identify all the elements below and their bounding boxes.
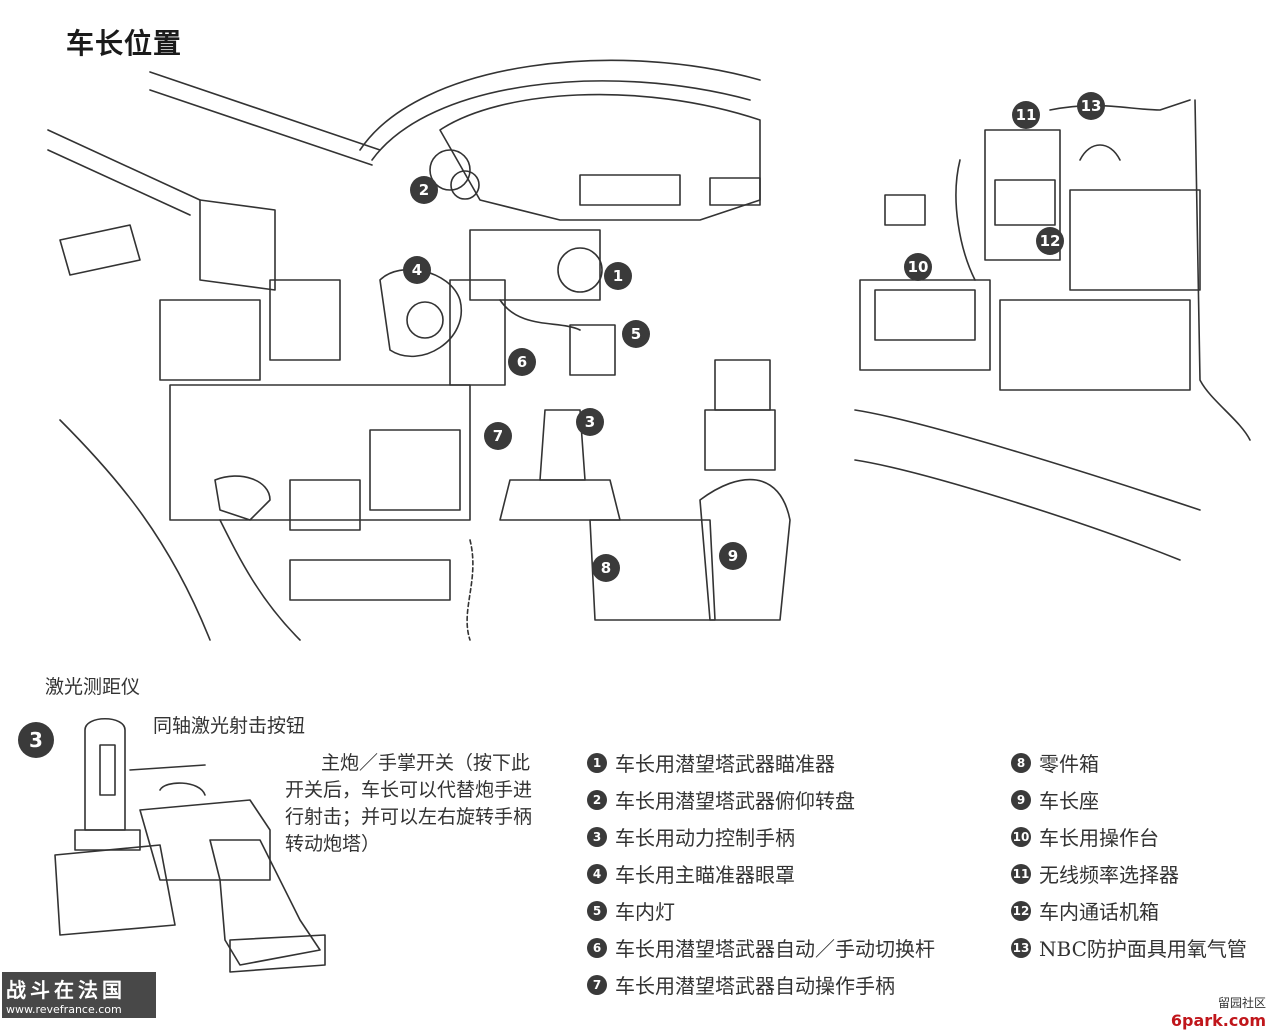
legend-item: 7 车长用潜望塔武器自动操作手柄 [587,966,935,1003]
coax-laser-button-label: 同轴激光射击按钮 [153,715,306,737]
legend-text: 车长用潜望塔武器自动操作手柄 [615,974,895,998]
legend-item: 8 零件箱 [1011,744,1247,781]
legend-text: 车长用动力控制手柄 [615,826,795,850]
legend-item: 4 车长用主瞄准器眼罩 [587,855,935,892]
callout-10: 10 [904,253,932,281]
callout-13: 13 [1077,92,1105,120]
legend-text: 车长用操作台 [1039,826,1159,850]
page-title: 车长位置 [66,27,183,60]
legend-text: 车长座 [1039,789,1099,813]
legend-text: 车长用潜望塔武器俯仰转盘 [615,789,855,813]
callout-4: 4 [403,256,431,284]
callout-12: 12 [1036,227,1064,255]
legend-number: 7 [587,974,607,995]
legend-item: 12 车内通话机箱 [1011,892,1247,929]
watermark-right-title: 留园社区 [1217,996,1266,1010]
callout-1: 1 [604,262,632,290]
legend-text: 车长用潜望塔武器瞄准器 [615,752,835,776]
legend-text: 零件箱 [1039,752,1099,776]
legend-item: 11 无线频率选择器 [1011,855,1247,892]
callout-7: 7 [484,422,512,450]
palm-switch-description: 主炮／手掌开关（按下此开关后，车长可以代替炮手进行射击；并可以左右旋转手柄转动炮… [285,752,533,855]
legend-number: 8 [1011,752,1031,773]
legend-number: 5 [587,900,607,921]
legend-number: 10 [1011,826,1031,847]
legend-item: 10 车长用操作台 [1011,818,1247,855]
legend-text: 无线频率选择器 [1039,863,1179,887]
callout-9: 9 [719,542,747,570]
legend-text: 车内灯 [615,900,675,924]
legend-number: 9 [1011,789,1031,810]
legend-item: 2 车长用潜望塔武器俯仰转盘 [587,781,935,818]
legend-item: 1 车长用潜望塔武器瞄准器 [587,744,935,781]
legend-right: 8 零件箱 9 车长座 10 车长用操作台 11 无线频率选择器 12 车内通话机箱 13… [1011,744,1247,966]
callout-6: 6 [508,348,536,376]
legend-number: 11 [1011,863,1031,884]
legend-text: 车长用潜望塔武器自动／手动切换杆 [615,937,935,961]
callout-2: 2 [410,176,438,204]
legend-item: 9 车长座 [1011,781,1247,818]
legend-item: 6 车长用潜望塔武器自动／手动切换杆 [587,929,935,966]
callout-5: 5 [622,320,650,348]
legend-number: 6 [587,937,607,958]
legend-number: 13 [1011,937,1031,958]
callout-8: 8 [592,554,620,582]
legend-number: 2 [587,789,607,810]
watermark-left: 战斗在法国 www.revefrance.com [2,972,156,1018]
detail-callout-3: 3 [18,722,54,758]
legend-item: 3 车长用动力控制手柄 [587,818,935,855]
legend-text: 车内通话机箱 [1039,900,1159,924]
watermark-right-url: 6park.com [1170,1011,1266,1030]
legend-number: 4 [587,863,607,884]
legend-item: 5 车内灯 [587,892,935,929]
legend-text: NBC防护面具用氧气管 [1039,937,1247,961]
legend-number: 1 [587,752,607,773]
watermark-left-title: 战斗在法国 [6,978,126,1002]
callout-3: 3 [576,408,604,436]
callout-11: 11 [1012,101,1040,129]
legend-text: 车长用主瞄准器眼罩 [615,863,795,887]
laser-rangefinder-label: 激光测距仪 [45,676,141,698]
watermark-right: 留园社区 6park.com [1171,994,1266,1030]
legend-item: 13 NBC防护面具用氧气管 [1011,929,1247,966]
legend-number: 12 [1011,900,1031,921]
watermark-left-url: www.revefrance.com [6,1003,122,1016]
legend-number: 3 [587,826,607,847]
